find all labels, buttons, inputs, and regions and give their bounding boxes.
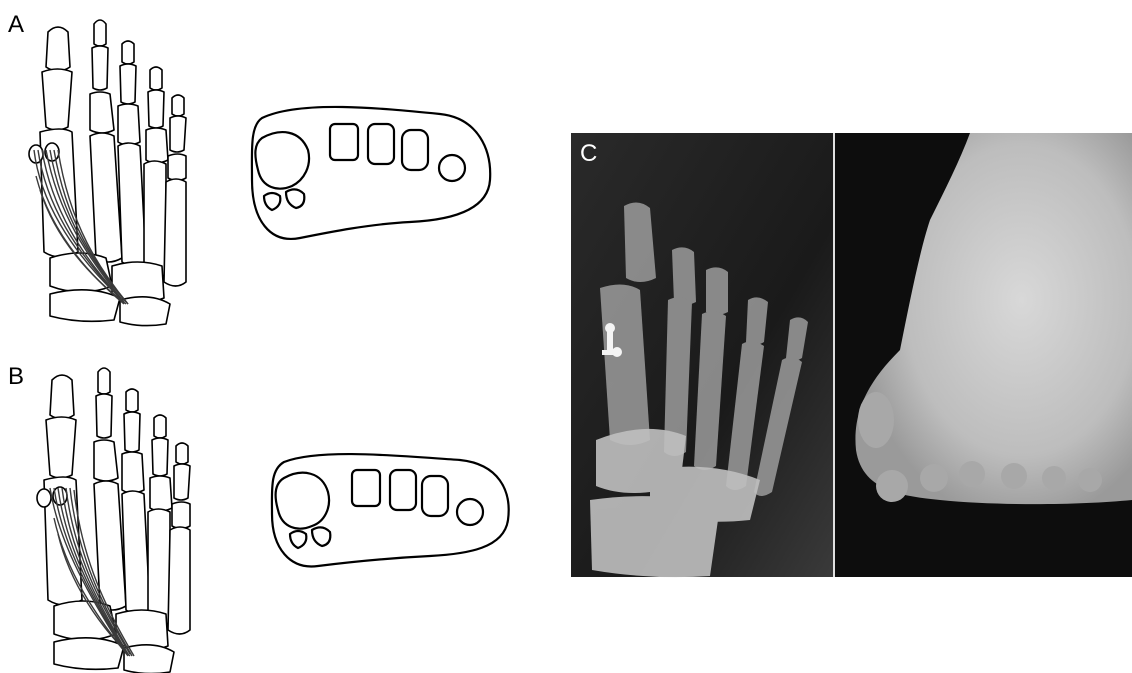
panel-label-b: B	[8, 363, 24, 390]
panel-c-radiograph-axial	[835, 133, 1132, 577]
panel-c-radiograph-dorsoplantar	[571, 133, 833, 577]
panel-label-a: A	[8, 11, 24, 38]
radiograph-divider	[833, 133, 835, 577]
panel-a-cross-section	[252, 107, 490, 239]
panel-label-c: C	[580, 140, 597, 167]
panel-b-foot-skeleton	[37, 368, 190, 673]
panel-b-cross-section	[272, 454, 509, 566]
